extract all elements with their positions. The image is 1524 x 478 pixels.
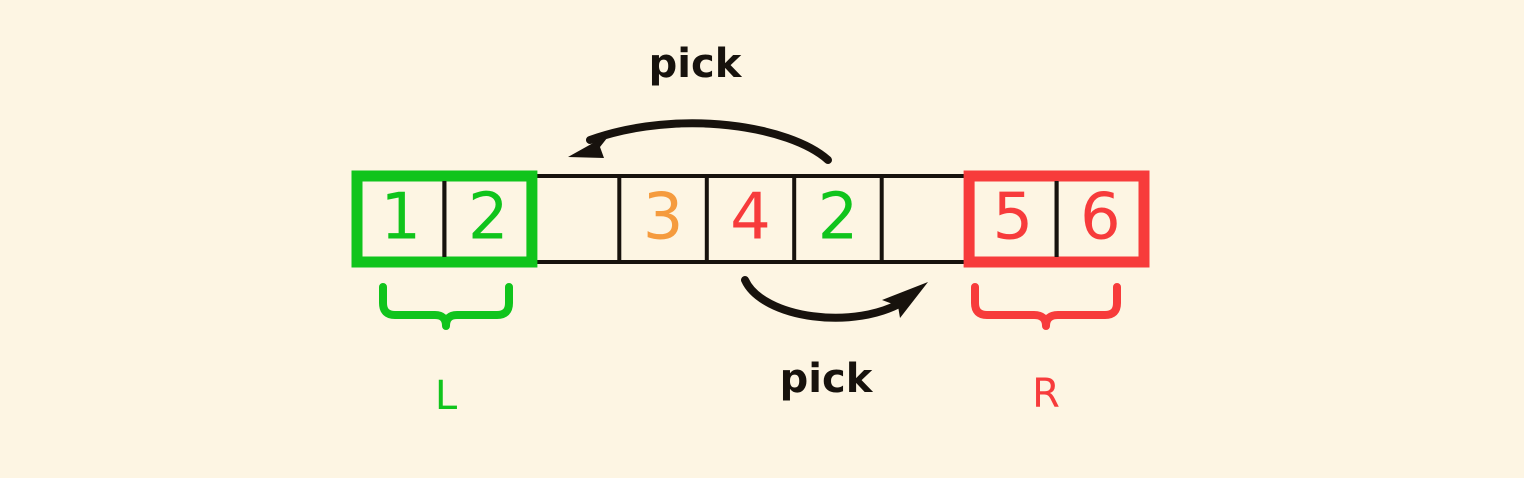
bottom-pick-arrow-curve: [741, 276, 910, 322]
right-window-border: [963, 170, 1150, 268]
left-window-highlight[interactable]: [351, 170, 538, 268]
right-brace: [971, 283, 1121, 330]
top-pick-arrow: [568, 119, 832, 164]
bottom-pick-label: pick: [780, 356, 874, 402]
left-window-border: [351, 170, 538, 268]
top-pick-arrow-head: [568, 133, 611, 158]
bottom-pick-arrow: [741, 276, 928, 322]
bottom-pick-arrow-head: [882, 282, 928, 318]
left-brace: [379, 283, 513, 330]
right-brace-label: R: [1032, 371, 1060, 417]
array-cell-0-value: 1: [380, 181, 421, 255]
array-cell-3-value: 3: [643, 181, 684, 255]
top-pick-label: pick: [649, 41, 743, 87]
left-brace-path: [379, 283, 513, 330]
right-brace-path: [971, 283, 1121, 330]
array-cell-4-value: 4: [730, 181, 771, 255]
array-cell-1-value: 2: [468, 181, 509, 255]
array-cell-8-value: 6: [1080, 181, 1121, 255]
top-pick-arrow-curve: [586, 119, 832, 164]
left-brace-label: L: [435, 373, 458, 419]
right-window-highlight[interactable]: [963, 170, 1150, 268]
array-cell-7-value: 5: [993, 181, 1034, 255]
array-cell-5-value: 2: [818, 181, 859, 255]
